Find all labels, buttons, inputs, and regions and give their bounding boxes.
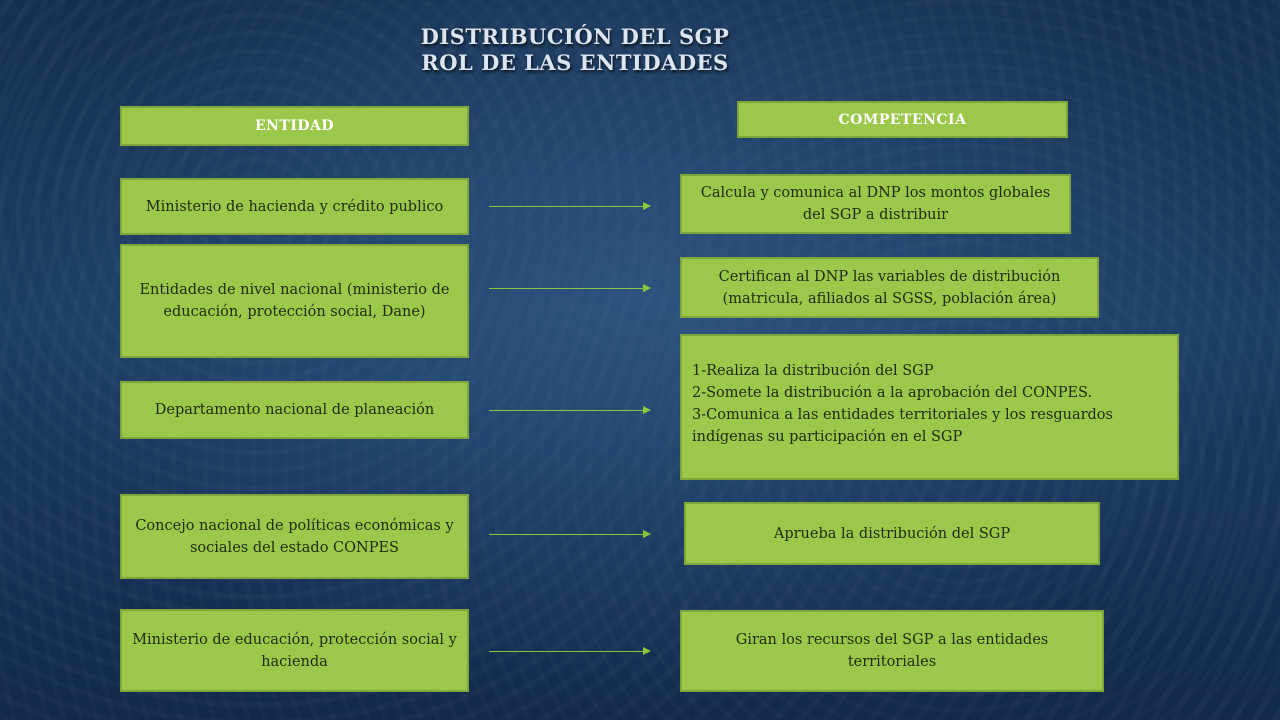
competence-box-1: Calcula y comunica al DNP los montos glo…	[680, 174, 1071, 234]
competence-3-line-2: 2-Somete la distribución a la aprobación…	[692, 385, 1093, 401]
entity-box-1: Ministerio de hacienda y crédito publico	[120, 178, 469, 235]
arrow-1	[489, 202, 651, 210]
title-line-2: ROL DE LAS ENTIDADES	[421, 50, 729, 75]
entity-box-5: Ministerio de educación, protección soci…	[120, 609, 469, 692]
arrow-4	[489, 530, 651, 538]
slide-title: DISTRIBUCIÓN DEL SGP ROL DE LAS ENTIDADE…	[300, 24, 850, 76]
entity-box-2: Entidades de nivel nacional (ministerio …	[120, 244, 469, 358]
entity-box-3: Departamento nacional de planeación	[120, 381, 469, 439]
entity-box-4: Concejo nacional de políticas económicas…	[120, 494, 469, 579]
competence-box-2: Certifican al DNP las variables de distr…	[680, 257, 1099, 318]
competence-3-line-3: 3-Comunica a las entidades territoriales…	[692, 407, 1113, 445]
title-line-1: DISTRIBUCIÓN DEL SGP	[420, 24, 730, 49]
arrow-3	[489, 406, 651, 414]
competence-box-4: Aprueba la distribución del SGP	[684, 502, 1100, 565]
competence-3-line-1: 1-Realiza la distribución del SGP	[692, 363, 934, 379]
header-competencia: COMPETENCIA	[737, 101, 1068, 138]
header-entidad: ENTIDAD	[120, 106, 469, 146]
arrow-2	[489, 284, 651, 292]
arrow-5	[489, 647, 651, 655]
competence-box-5: Giran los recursos del SGP a las entidad…	[680, 610, 1104, 692]
competence-box-3: 1-Realiza la distribución del SGP 2-Some…	[680, 334, 1179, 480]
